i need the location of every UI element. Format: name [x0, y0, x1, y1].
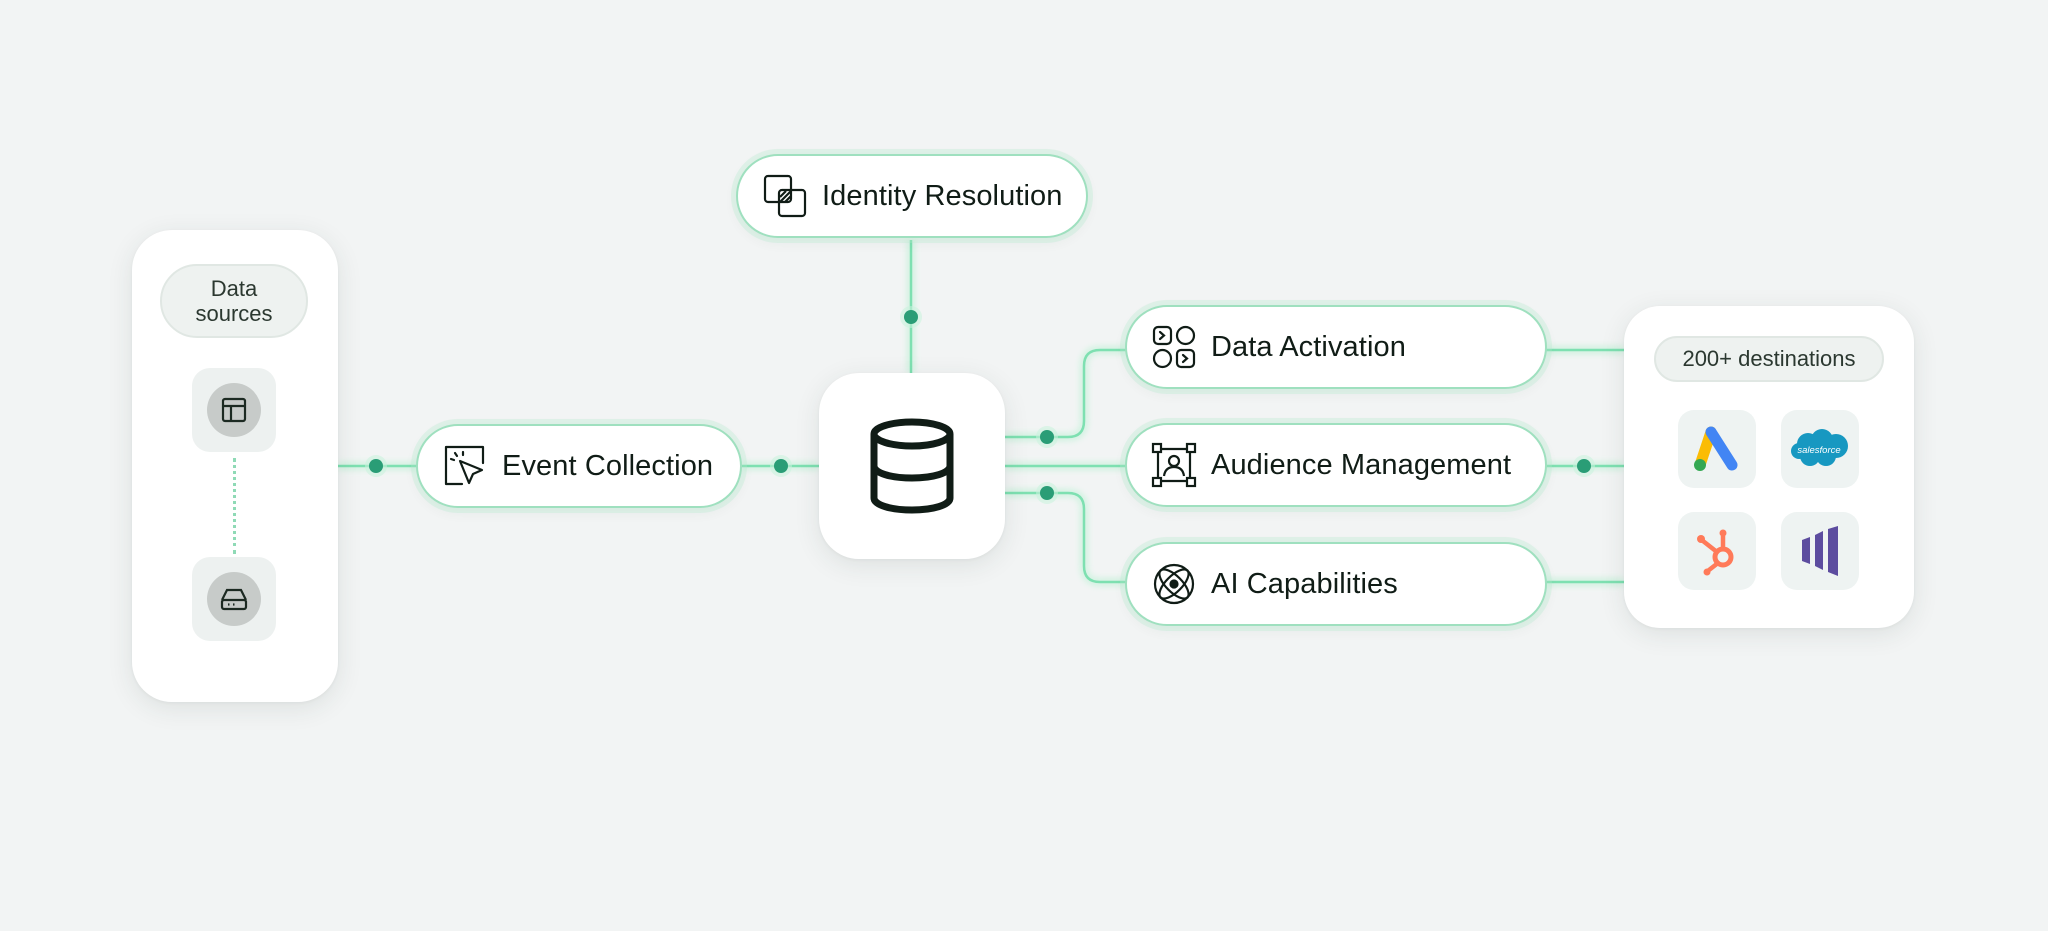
audience-management-label: Audience Management: [1211, 448, 1512, 481]
data-activation-node[interactable]: Data Activation: [1125, 305, 1547, 389]
connector-hub-activation: [1005, 348, 1127, 439]
connector-hub-ai-glow: [1005, 488, 1127, 587]
layout-table-icon: [207, 383, 261, 437]
junction-dot-ai: [1040, 486, 1054, 500]
ai-capabilities-node[interactable]: AI Capabilities: [1125, 542, 1547, 626]
atom-icon: [1153, 563, 1195, 605]
hubspot-logo[interactable]: [1678, 512, 1756, 590]
cursor-click-icon: [444, 445, 485, 486]
junction-dot-identity: [904, 310, 918, 324]
database-icon: [870, 418, 954, 514]
destinations-card: 200+ destinations salesforce: [1624, 306, 1914, 628]
overlapping-squares-icon: [763, 174, 807, 218]
salesforce-logo[interactable]: salesforce: [1781, 410, 1859, 488]
destinations-label: 200+ destinations: [1654, 336, 1884, 382]
event-collection-label: Event Collection: [502, 449, 714, 482]
junction-dot-activation: [1040, 430, 1054, 444]
activation-grid-icon: [1152, 325, 1196, 369]
audience-management-node[interactable]: Audience Management: [1125, 423, 1547, 507]
junction-dot-sources: [369, 459, 383, 473]
identity-resolution-node[interactable]: Identity Resolution: [736, 154, 1088, 238]
source-item-server[interactable]: [192, 557, 276, 641]
database-hub[interactable]: [819, 373, 1005, 559]
junction-dot-event-hub: [774, 459, 788, 473]
connector-hub-ai: [1005, 491, 1127, 584]
ai-capabilities-label: AI Capabilities: [1211, 567, 1398, 600]
event-collection-node[interactable]: Event Collection: [416, 424, 742, 508]
marketo-logo[interactable]: [1781, 512, 1859, 590]
data-sources-label: Data sources: [160, 264, 308, 338]
junction-dot-destinations: [1577, 459, 1591, 473]
audience-frame-icon: [1151, 442, 1197, 488]
connector-hub-activation-glow: [1005, 345, 1127, 442]
google-ads-logo[interactable]: [1678, 410, 1756, 488]
source-item-layout[interactable]: [192, 368, 276, 452]
data-activation-label: Data Activation: [1211, 330, 1406, 363]
data-sources-card: Data sources: [132, 230, 338, 702]
source-connector-dotted: [233, 458, 236, 554]
server-drive-icon: [207, 572, 261, 626]
identity-resolution-label: Identity Resolution: [822, 179, 1063, 212]
salesforce-wordmark: salesforce: [1797, 445, 1840, 456]
